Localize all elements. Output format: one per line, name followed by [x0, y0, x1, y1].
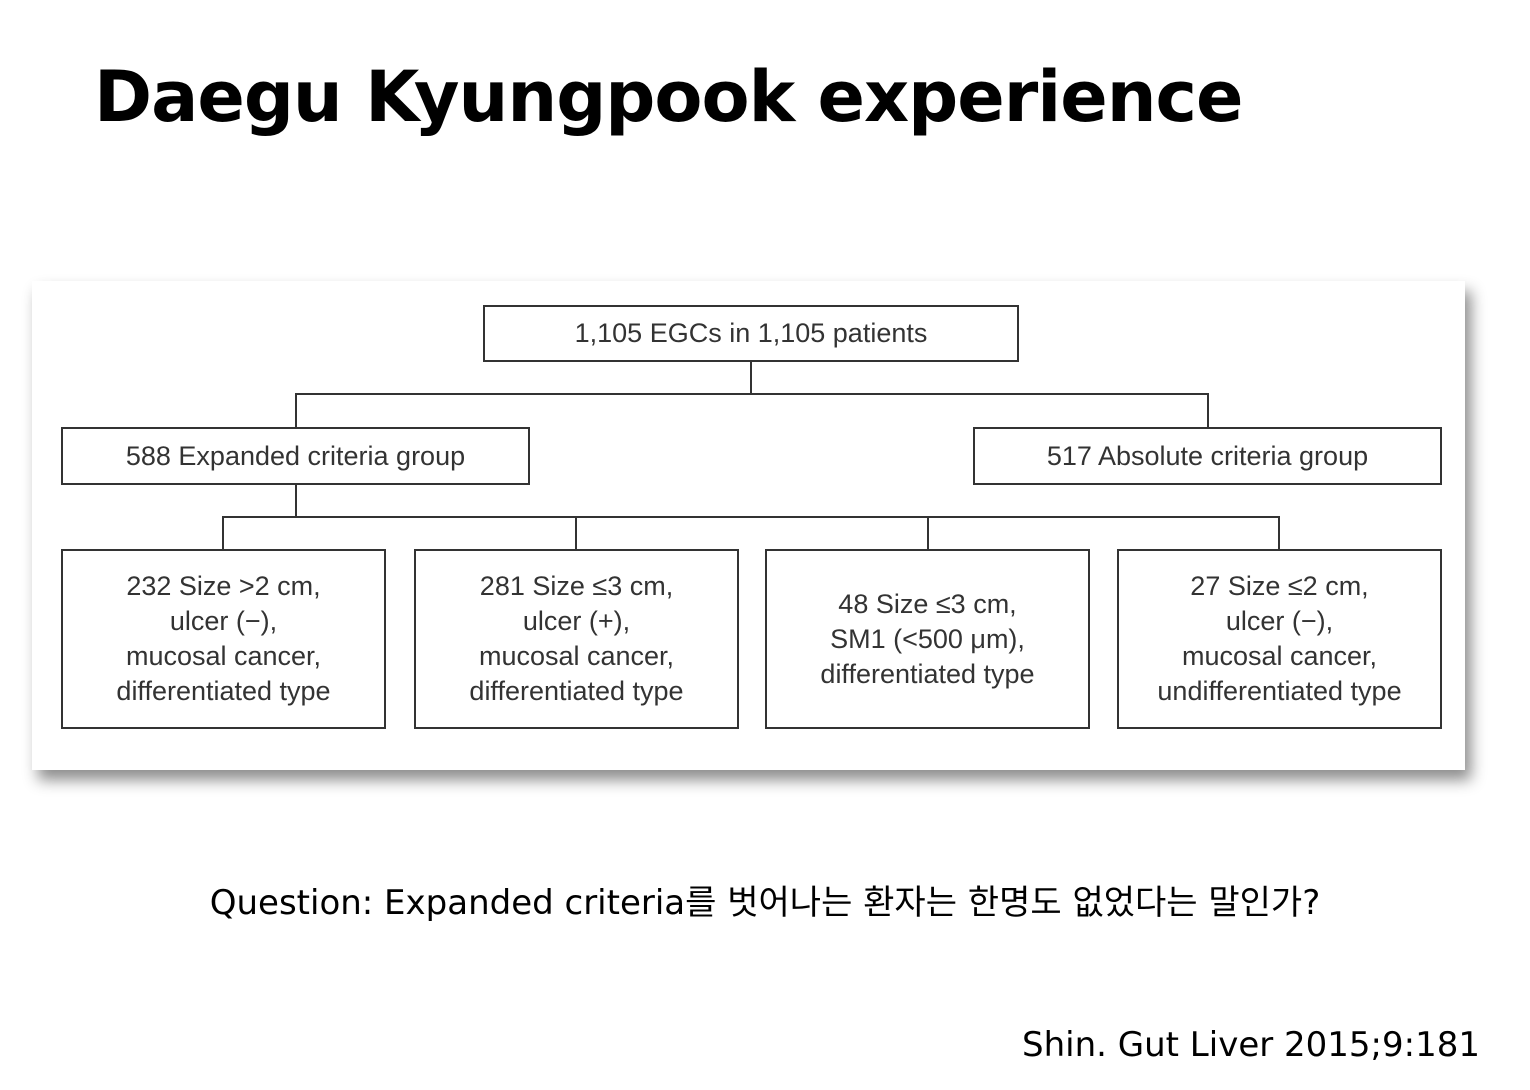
subgroup-line: undifferentiated type	[1157, 676, 1402, 706]
root-label: 1,105 EGCs in 1,105 patients	[574, 318, 928, 348]
citation-text: Shin. Gut Liver 2015;9:181	[1022, 1025, 1480, 1065]
subgroup-line: mucosal cancer,	[1181, 641, 1378, 671]
connector-subgroups-horizontal	[222, 516, 1280, 518]
subgroup-line: ulcer (+),	[522, 606, 631, 636]
group-box-expanded: 588 Expanded criteria group	[61, 427, 530, 485]
slide-title: Daegu Kyungpook experience	[94, 56, 1244, 138]
question-text: Question: Expanded criteria를 벗어나는 환자는 한명…	[209, 883, 1321, 923]
subgroup-box-4: 27 Size ≤2 cm, ulcer (−), mucosal cancer…	[1117, 549, 1442, 729]
connector-groups-horizontal	[295, 393, 1209, 395]
connector-subgroup-1-drop	[222, 516, 224, 550]
subgroup-box-1: 232 Size >2 cm, ulcer (−), mucosal cance…	[61, 549, 386, 729]
connector-group-expanded-drop	[295, 393, 297, 428]
subgroup-line: ulcer (−),	[169, 606, 278, 636]
subgroup-line: differentiated type	[116, 676, 331, 706]
subgroup-line: differentiated type	[820, 658, 1035, 689]
subgroup-line: SM1 (<500 μm),	[830, 623, 1025, 654]
subgroup-box-2: 281 Size ≤3 cm, ulcer (+), mucosal cance…	[414, 549, 739, 729]
subgroup-line: mucosal cancer,	[478, 641, 675, 671]
subgroup-line: ulcer (−),	[1225, 606, 1334, 636]
flowchart-figure: 1,105 EGCs in 1,105 patients 588 Expande…	[32, 281, 1465, 770]
connector-subgroup-4-drop	[1278, 516, 1280, 550]
connector-root-down	[750, 361, 752, 394]
subgroup-line: mucosal cancer,	[125, 641, 322, 671]
group-label: 517 Absolute criteria group	[1046, 440, 1369, 471]
connector-group-absolute-drop	[1207, 393, 1209, 428]
subgroup-box-3: 48 Size ≤3 cm, SM1 (<500 μm), differenti…	[765, 549, 1090, 729]
root-box: 1,105 EGCs in 1,105 patients	[483, 305, 1019, 362]
connector-subgroup-3-drop	[927, 516, 929, 550]
group-label: 588 Expanded criteria group	[125, 440, 466, 471]
subgroup-line: 27 Size ≤2 cm,	[1190, 571, 1369, 601]
group-box-absolute: 517 Absolute criteria group	[973, 427, 1442, 485]
connector-expanded-down	[295, 484, 297, 517]
subgroup-line: differentiated type	[469, 676, 684, 706]
connector-subgroup-2-drop	[575, 516, 577, 550]
subgroup-line: 232 Size >2 cm,	[126, 571, 321, 601]
subgroup-line: 48 Size ≤3 cm,	[838, 588, 1017, 619]
subgroup-line: 281 Size ≤3 cm,	[479, 571, 674, 601]
